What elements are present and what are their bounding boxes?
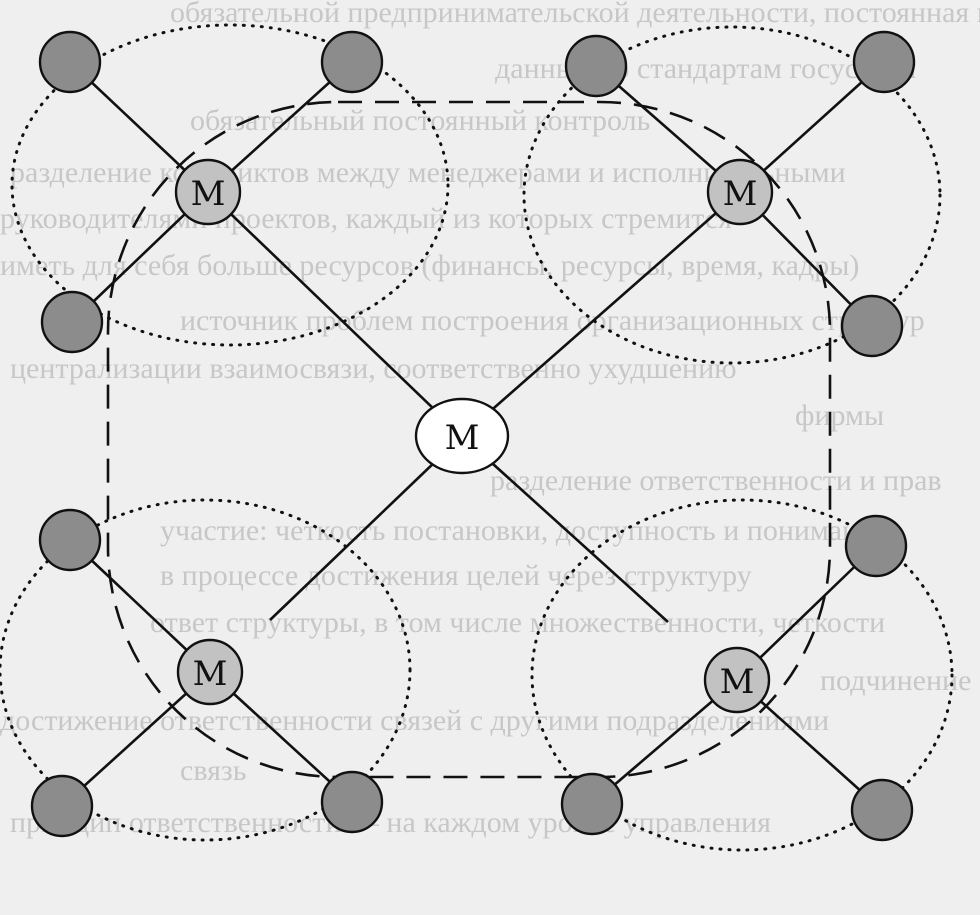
bleed-line: связь — [180, 754, 246, 787]
bleed-line: в процессе достижения целей через структ… — [160, 559, 752, 592]
manager-top-left: M — [174, 158, 242, 226]
manager-bottom-left: M — [176, 638, 244, 706]
subordinate-node — [850, 778, 914, 842]
subordinate-node — [852, 30, 916, 94]
manager-top-right: M — [706, 158, 774, 226]
bleed-line: обязательный постоянный контроль — [190, 104, 650, 137]
link — [269, 435, 463, 621]
subordinate-node — [38, 508, 102, 572]
manager-label-bottom-right: M — [720, 662, 755, 702]
manager-label-bottom-left: M — [193, 654, 228, 694]
subordinate-nodes — [30, 30, 916, 842]
bleed-line: принцип ответственности — на каждом уров… — [10, 806, 771, 839]
bleed-line: разделение ответственности и прав — [490, 464, 942, 497]
cluster-boundary-bottom-left — [0, 498, 412, 842]
link — [61, 671, 211, 807]
subordinate-node — [320, 30, 384, 94]
cluster-boundary-top-left — [10, 23, 450, 347]
bleed-line: централизации взаимосвязи, соответственн… — [10, 352, 737, 385]
link — [461, 191, 741, 437]
cluster-boundary-top-right — [522, 25, 942, 365]
subordinate-node — [38, 30, 102, 94]
subordinate-node — [40, 290, 104, 354]
subordinate-node — [30, 774, 94, 838]
bleed-line: ответ структуры, в том числе множественн… — [150, 606, 885, 639]
subordinate-node — [844, 514, 908, 578]
bleed-line: подчинение — [820, 664, 971, 697]
manager-label-top-right: M — [723, 174, 758, 214]
subordinate-node — [560, 772, 624, 836]
manager-node-top-right — [706, 158, 774, 226]
manager-node-center — [414, 397, 510, 475]
bleed-line: участие: четкость постановки, доступност… — [160, 514, 887, 547]
manager-label-center: M — [445, 418, 480, 458]
link — [207, 191, 463, 437]
subordinate-node — [564, 34, 628, 98]
bleed-line: руководителями проектов, каждый из котор… — [0, 202, 732, 235]
subordinate-node — [840, 294, 904, 358]
manager-label-top-left: M — [191, 174, 226, 214]
bleed-line: данных по стандартам госуслуги — [495, 52, 916, 85]
manager-bottom-right: M — [703, 646, 771, 714]
manager-center: M — [414, 397, 510, 475]
link — [461, 435, 669, 623]
manager-connection-ring — [106, 100, 832, 779]
manager-node-top-left — [174, 158, 242, 226]
bleed-line: источник проблем построения организацион… — [180, 304, 925, 337]
bleed-line: обязательной предпринимательской деятель… — [170, 0, 980, 29]
cluster-boundary-bottom-right — [530, 498, 954, 852]
manager-node-bottom-right — [703, 646, 771, 714]
manager-node-bottom-left — [176, 638, 244, 706]
bleed-line: фирмы — [795, 399, 884, 432]
subordinate-node — [320, 770, 384, 834]
bleed-line: иметь для себя больше ресурсов (финансы,… — [0, 249, 859, 282]
